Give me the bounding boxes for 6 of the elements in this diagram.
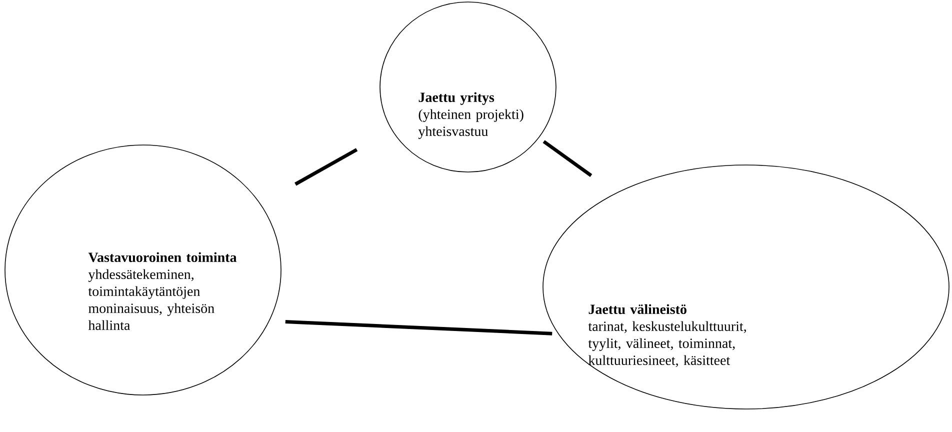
connector-line: [542, 140, 592, 178]
ellipse-node: Jaettu yritys (yhteinen projekti) yhteisvastuu: [380, 2, 556, 172]
ellipse-node: Jaettu välineistö tarinat, keskustelukulttuurit, tyylit, välineet, toiminnat, kulttuuriesineet, käsitteet: [542, 164, 950, 410]
connector-line: [285, 320, 552, 336]
ellipse-node: Vastavuoroinen toiminta yhdessätekeminen, toimintakäytäntöjen moninaisuus, yhteisön hallinta: [4, 144, 282, 396]
connector-line: [294, 148, 358, 186]
